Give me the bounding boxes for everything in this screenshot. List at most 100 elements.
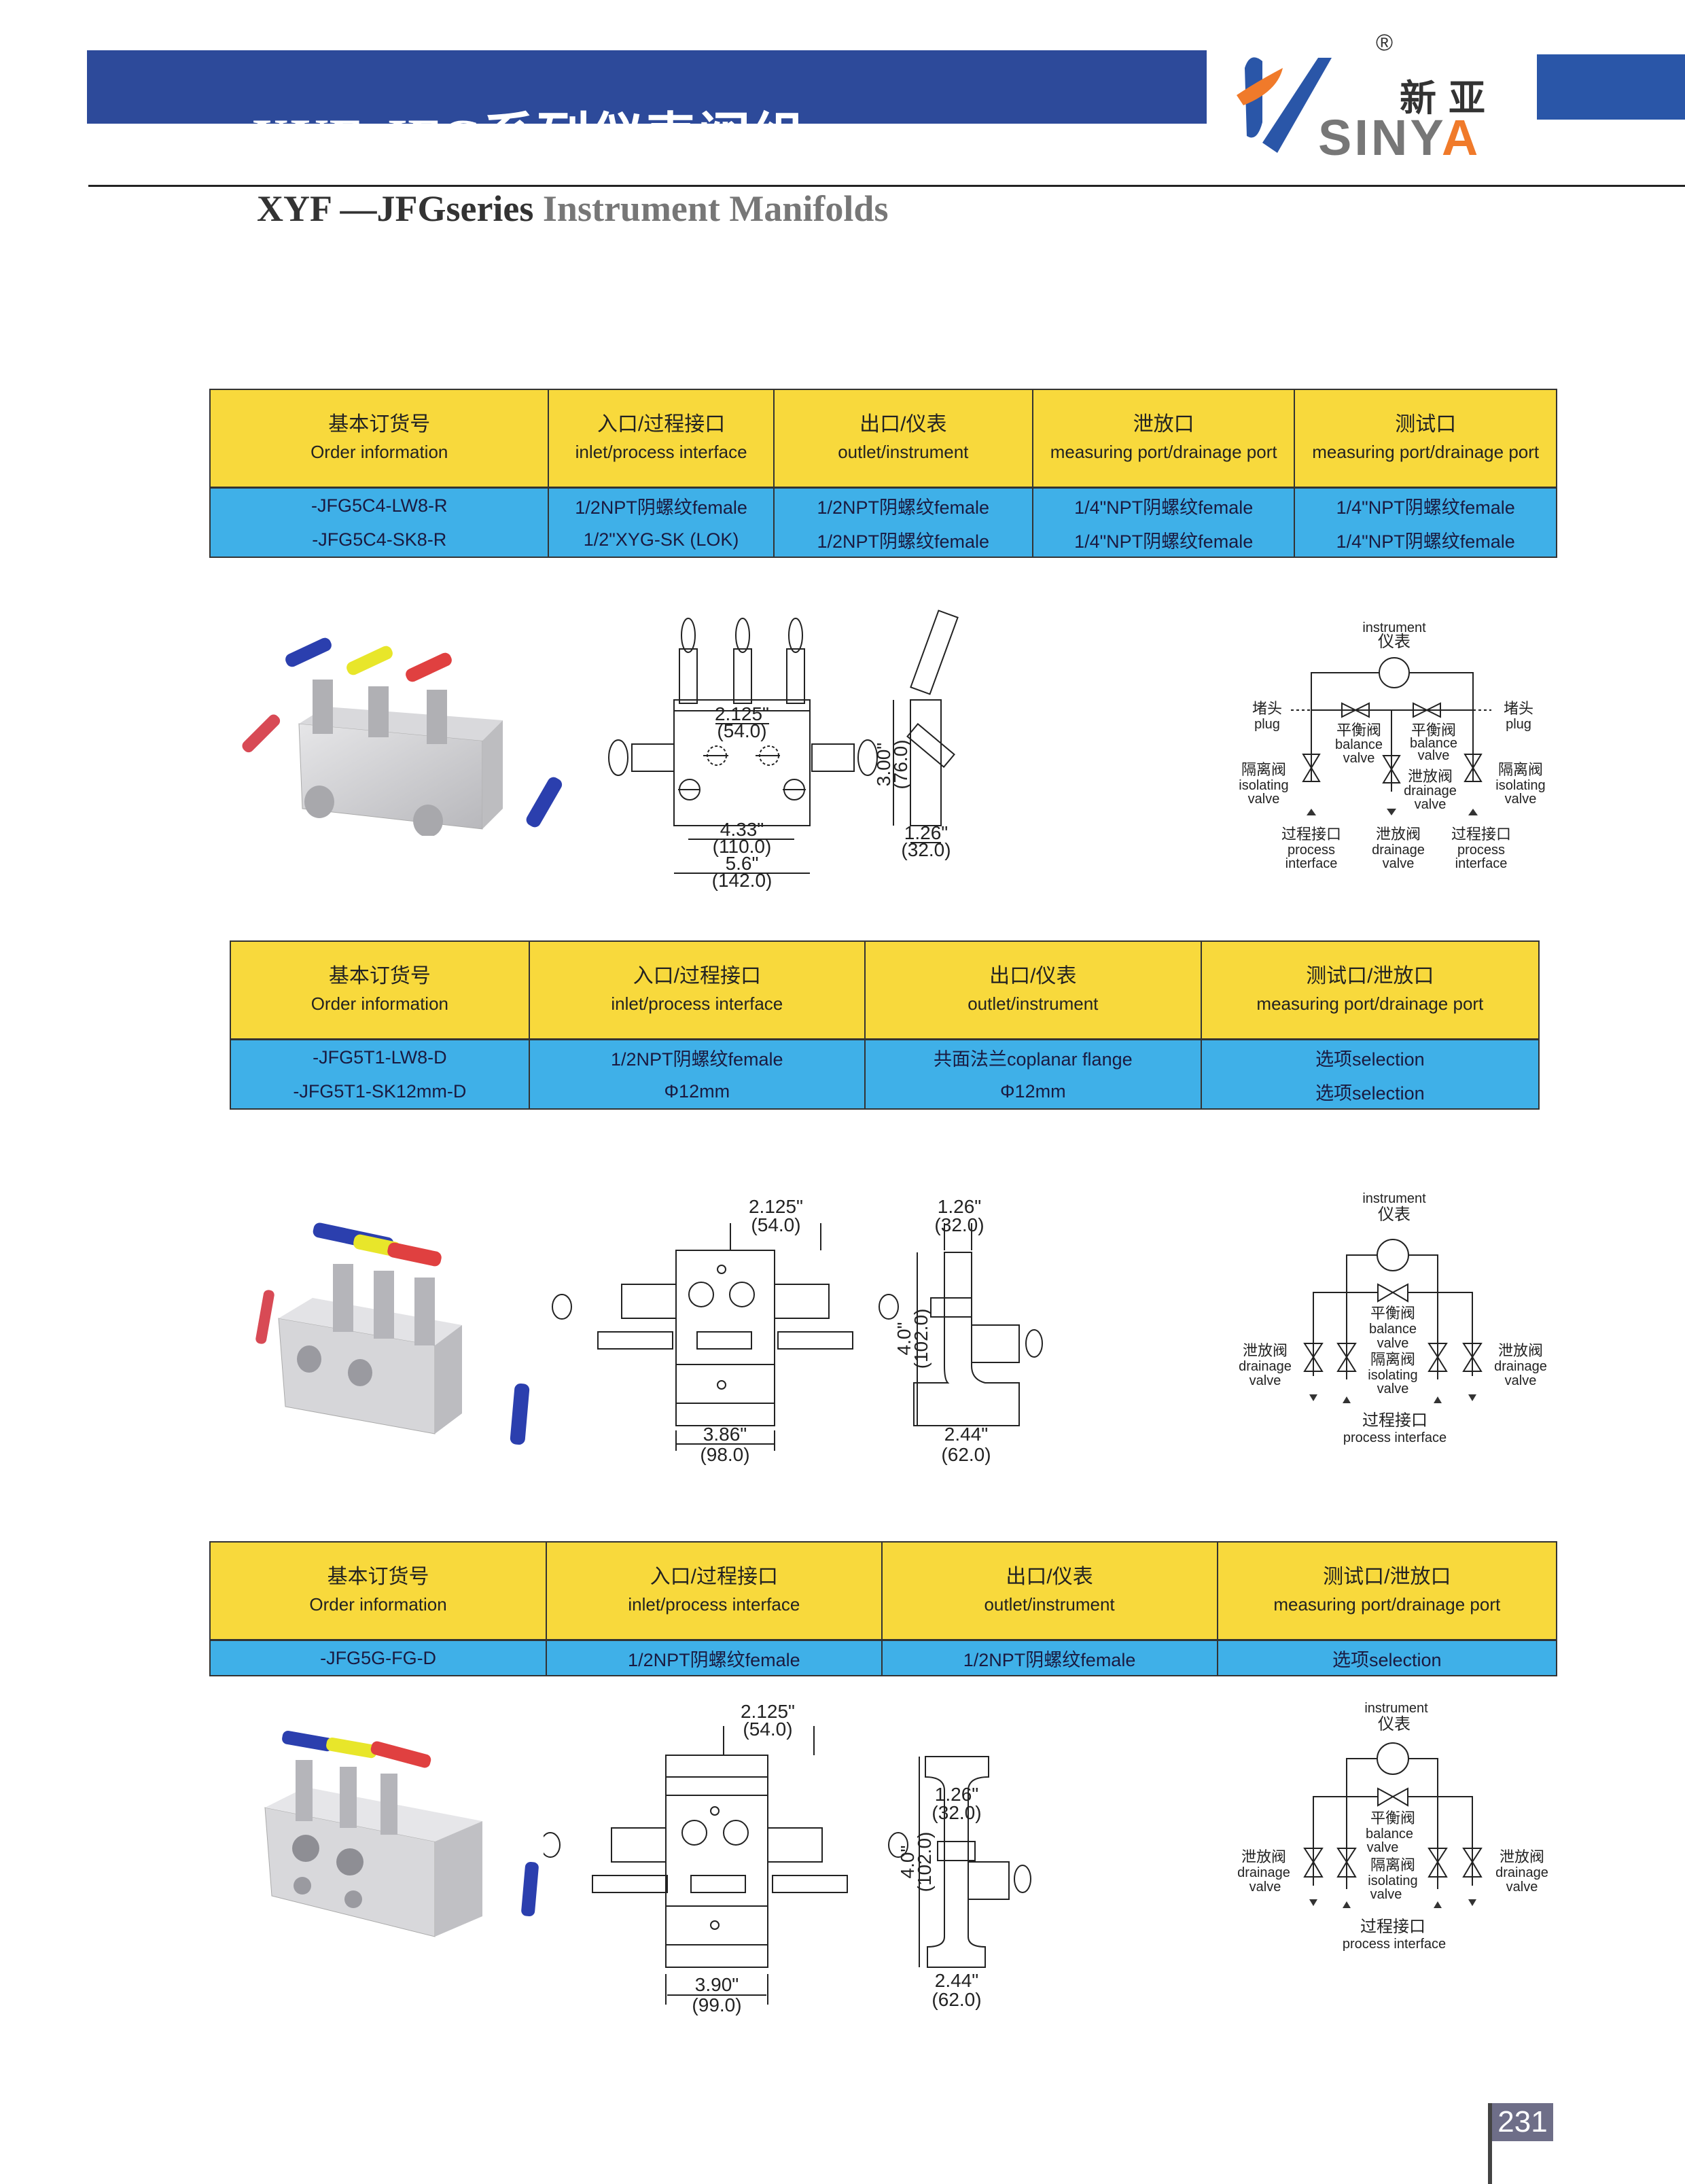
schematic-label: 堵头 xyxy=(1504,700,1533,717)
dim-label: 5.6" xyxy=(726,853,759,874)
drawing-shape xyxy=(968,1861,1010,1900)
cell: 1/2NPT阴螺纹female xyxy=(548,487,775,523)
dim-label: (102.0) xyxy=(910,1309,932,1369)
drawing-shape xyxy=(1302,767,1321,782)
schematic-label: valve xyxy=(1249,1373,1281,1388)
drawing-shape xyxy=(1336,1356,1357,1372)
cell: 共面法兰coplanar flange xyxy=(864,1039,1202,1074)
schematic-label: 泄放阀 xyxy=(1498,1342,1543,1359)
drawing-shape xyxy=(888,1832,908,1858)
drawing-shape xyxy=(1408,1758,1438,1889)
subtitle-part: Manifolds xyxy=(729,188,889,229)
drawing-shape xyxy=(1427,1861,1448,1878)
drawing-shape xyxy=(811,743,855,772)
page-subtitle: XYF —JFGseries Instrument Manifolds xyxy=(257,188,888,230)
schematic-label: valve xyxy=(1505,1373,1537,1388)
schematic-label: 泄放阀 xyxy=(1243,1342,1288,1359)
drawing-shape xyxy=(1014,1865,1031,1893)
cell: Φ12mm xyxy=(528,1074,866,1110)
drawing-shape xyxy=(296,1760,313,1821)
table-row: -JFG5G-FG-D 1/2NPT阴螺纹female 1/2NPT阴螺纹fem… xyxy=(209,1640,1558,1676)
drawing-shape xyxy=(242,714,281,753)
drawing-shape xyxy=(1462,1356,1483,1372)
drawing-shape xyxy=(688,1282,714,1307)
header-text: inlet/process interface xyxy=(575,442,747,462)
drawing-shape xyxy=(1464,754,1483,769)
front-view-drawing-1: 2.125" (54.0) 4.33" (110.0) 5.6" (142.0)… xyxy=(608,610,959,891)
drawing-shape xyxy=(1307,809,1316,815)
dim-label: 3.86" xyxy=(703,1424,747,1445)
drawing-shape xyxy=(304,786,334,818)
header-text: 入口/过程接口 xyxy=(633,965,761,987)
dim-label: 3.00" xyxy=(873,743,894,786)
drawing-shape xyxy=(717,1380,726,1390)
schematic-label: 平衡阀 xyxy=(1370,1305,1415,1322)
schematic-label: valve xyxy=(1367,1840,1399,1855)
schematic-label: isolating xyxy=(1368,1873,1417,1888)
drawing-shape xyxy=(368,686,389,737)
drawing-shape xyxy=(370,1741,431,1768)
drawing-shape xyxy=(1336,1861,1357,1878)
schematic-3: instrument 仪表 平衡阀 balance valve 隔离阀 isol… xyxy=(1237,1701,1548,1952)
drawing-shape xyxy=(1303,1356,1324,1372)
drawing-shape xyxy=(597,1331,673,1350)
schematic-label: 过程接口 xyxy=(1451,826,1511,843)
cell: 1/2"XYG-SK (LOK) xyxy=(548,523,775,558)
schematic-label: valve xyxy=(1505,792,1537,807)
subtitle-part: XYF —JFG xyxy=(257,188,446,229)
drawing-shape xyxy=(925,1756,989,1968)
dim-label: 1.26" xyxy=(935,1784,978,1805)
drawing-shape xyxy=(857,739,878,776)
drawing-shape xyxy=(336,1848,363,1875)
drawing-shape xyxy=(1468,1899,1476,1906)
drawing-shape xyxy=(1309,1394,1317,1401)
header-band-right xyxy=(1537,54,1685,120)
drawing-shape xyxy=(913,1252,1020,1426)
cell: -JFG5G-FG-D xyxy=(209,1640,548,1676)
drawing-shape xyxy=(910,699,942,826)
schematic-label: drainage xyxy=(1237,1865,1290,1880)
brand-name-en: SINYA xyxy=(1318,109,1480,166)
header-text: 测试口 xyxy=(1395,413,1457,436)
header-text: measuring port/drainage port xyxy=(1256,993,1484,1014)
drawing-shape xyxy=(665,1755,768,1968)
dim-label: (54.0) xyxy=(717,720,766,741)
red-handle-icon xyxy=(406,652,452,682)
drawing-shape xyxy=(1303,1861,1324,1878)
schematic-label: valve xyxy=(1415,797,1447,812)
cell: 选项selection xyxy=(1216,1640,1558,1676)
drawing-shape xyxy=(675,1250,775,1426)
cell: 1/2NPT阴螺纹female xyxy=(528,1039,866,1074)
drawing-shape xyxy=(690,1875,746,1893)
drawing-shape xyxy=(435,1325,462,1434)
drawing-shape xyxy=(1427,1343,1448,1358)
drawing-shape xyxy=(1343,1901,1351,1908)
brand-main: SINY xyxy=(1318,109,1442,166)
drawing-shape xyxy=(1377,1283,1395,1303)
cell: Φ12mm xyxy=(864,1074,1202,1110)
drawing-shape xyxy=(1025,1329,1043,1358)
drawing-shape xyxy=(1346,1758,1377,1889)
schematic-label: drainage xyxy=(1404,783,1457,798)
table-row: -JFG5T1-SK12mm-D Φ12mm Φ12mm 选项selection xyxy=(230,1074,1540,1110)
header-text: Order information xyxy=(309,1594,447,1615)
header-text: outlet/instrument xyxy=(838,442,969,462)
drawing-shape xyxy=(1434,1396,1442,1403)
dim-label: 2.44" xyxy=(935,1970,978,1991)
header-text: 入口/过程接口 xyxy=(650,1566,779,1588)
schematic-label: instrument xyxy=(1362,620,1426,635)
drawing-shape xyxy=(510,1383,530,1445)
header-text: outlet/instrument xyxy=(984,1594,1115,1615)
drawing-shape xyxy=(482,720,503,829)
dim-label: (32.0) xyxy=(932,1802,981,1823)
schematic-1: instrument 仪表 堵头 plug 堵头 plug 平衡阀 balanc… xyxy=(1239,620,1545,871)
dim-label: 2.125" xyxy=(749,1196,803,1217)
manifold-photo-5valve xyxy=(242,637,563,836)
schematic-label: 过程接口 xyxy=(1362,1411,1427,1430)
schematic-label: valve xyxy=(1248,792,1280,807)
header-text: Order information xyxy=(311,442,448,462)
dim-label: 3.90" xyxy=(695,1974,739,1995)
registered-mark: ® xyxy=(1376,30,1394,56)
